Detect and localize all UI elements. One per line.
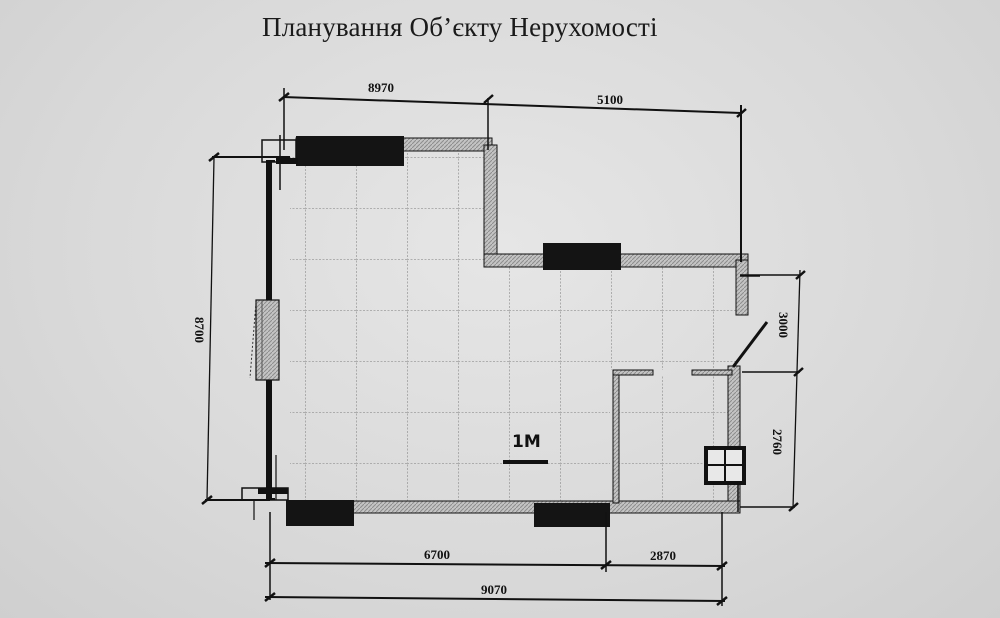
dimension-lines: [205, 88, 801, 606]
dimension-right-upper: 3000: [776, 312, 791, 338]
dimension-bottom-left: 6700: [424, 547, 450, 562]
scale-bar: [503, 460, 548, 464]
dimension-bottom-overall: 9070: [481, 582, 507, 597]
left-balcony-door: [241, 135, 298, 520]
page-title: Планування Об’єкту Нерухомості: [262, 12, 658, 42]
window-blocks: [286, 136, 621, 527]
dimension-bottom-right: 2870: [650, 548, 676, 563]
window-top-left: [296, 136, 404, 166]
window-bottom-left: [286, 500, 354, 526]
window-top-right: [543, 243, 621, 270]
dimension-top-left: 8970: [368, 80, 394, 95]
right-wall-details: [704, 275, 769, 512]
dimension-left-overall: 8700: [192, 317, 207, 343]
window-bottom-right: [534, 503, 610, 527]
scale-bar-label: 1М: [512, 432, 541, 452]
dimension-ticks: [201, 92, 806, 606]
dimension-right-lower: 2760: [770, 429, 785, 455]
dimension-top-right: 5100: [597, 92, 623, 107]
